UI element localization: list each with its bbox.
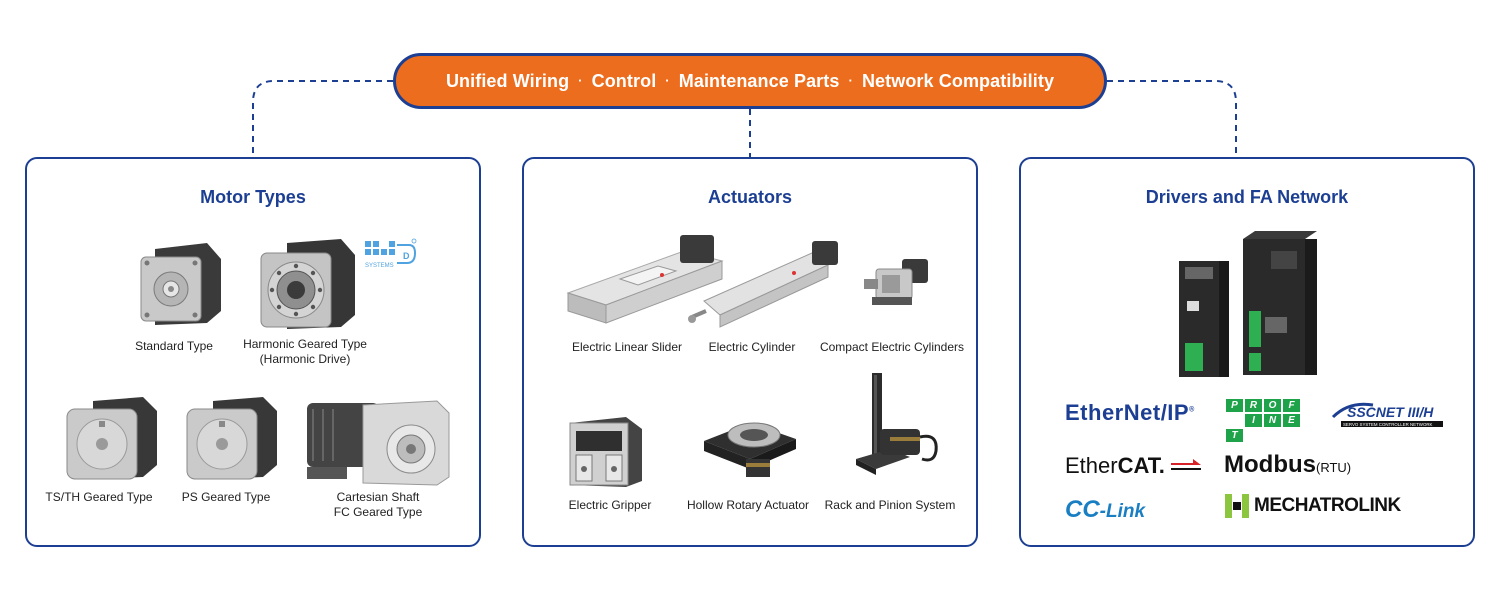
- modbus-suffix: (RTU): [1315, 460, 1352, 475]
- electric-cylinder-image: [684, 235, 844, 335]
- ethercat-logo: EtherCAT.: [1065, 453, 1201, 479]
- rack-pinion-image: [850, 371, 946, 481]
- motor-caption-ps: PS Geared Type: [181, 490, 271, 504]
- cclink-logo: CC-Link: [1065, 496, 1145, 524]
- connector-left: [252, 80, 393, 157]
- actuator-caption-cylinder: Electric Cylinder: [708, 340, 796, 354]
- rotary-actuator-image: [700, 409, 800, 479]
- motor-types-panel: Motor Types Standard Type: [25, 157, 481, 547]
- modbus-logo: Modbus(RTU): [1224, 451, 1351, 479]
- ethercat-text-a: Ether: [1065, 453, 1118, 478]
- ethercat-arrow-icon: [1170, 459, 1201, 471]
- connector-right: [1107, 80, 1237, 157]
- actuator-caption-slider: Electric Linear Slider: [571, 340, 683, 354]
- sscnet-main-text: SSCNET III/H: [1347, 404, 1434, 420]
- banner-separator: ·: [665, 72, 670, 88]
- ethernetip-reg: ®: [1189, 406, 1195, 414]
- ps-motor-image: [183, 395, 279, 483]
- banner-item-control: Control: [591, 70, 657, 91]
- motor-driver-icon: [1179, 231, 1317, 377]
- motor-caption-tsth: TS/TH Geared Type: [45, 490, 153, 504]
- profinet-letter: N: [1264, 414, 1281, 427]
- actuators-panel: Actuators Electric Linear Slider Electri…: [522, 157, 978, 547]
- features-banner: Unified Wiring · Control · Maintenance P…: [393, 53, 1107, 109]
- actuator-caption-gripper: Electric Gripper: [568, 498, 652, 512]
- sscnet-logo: SSCNET III/H SERVO SYSTEM CONTROLLER NET…: [1329, 399, 1447, 434]
- linear-slider-icon: [566, 235, 724, 324]
- harmonic-motor-image: [257, 237, 357, 332]
- motor-caption-cartesian: Cartesian Shaft FC Geared Type: [278, 490, 478, 520]
- profinet-letter: R: [1245, 399, 1262, 412]
- svg-text:D: D: [403, 251, 410, 261]
- banner-item-wiring: Unified Wiring: [445, 70, 570, 91]
- profinet-letter: I: [1245, 414, 1262, 427]
- standard-motor-image: [135, 239, 225, 329]
- sscnet-sub-text: SERVO SYSTEM CONTROLLER NETWORK: [1343, 422, 1433, 427]
- cartesian-geared-motor-icon: [307, 400, 450, 486]
- profinet-letter: P: [1226, 399, 1243, 412]
- profinet-letter: F: [1283, 399, 1300, 412]
- mechatrolink-mark-icon: [1225, 494, 1249, 518]
- geared-motor-icon: [66, 397, 157, 480]
- ethernetip-text-b: Net/IP: [1123, 400, 1190, 425]
- harmonic-caption-line1: Harmonic Geared Type: [243, 337, 367, 351]
- gripper-icon: [569, 417, 642, 487]
- compact-cylinder-image: [862, 255, 932, 309]
- ethernetip-logo: EtherNet/IP®: [1065, 400, 1195, 426]
- hd-systems-badge: D SYSTEMS: [363, 237, 419, 269]
- drivers-network-panel: Drivers and FA Network EtherNet/IP® P R …: [1019, 157, 1475, 547]
- tsth-motor-image: [63, 395, 159, 483]
- gripper-image: [566, 409, 646, 489]
- profinet-logo: P R O F I N E T: [1226, 399, 1302, 442]
- ethernetip-text-a: Ether: [1065, 400, 1124, 425]
- rotary-actuator-icon: [704, 422, 796, 477]
- banner-separator: ·: [578, 72, 583, 88]
- stepper-motor-icon: [140, 243, 221, 325]
- electric-cylinder-icon: [688, 241, 838, 328]
- actuator-caption-rotary: Hollow Rotary Actuator: [686, 498, 810, 512]
- harmonic-caption-line2: (Harmonic Drive): [259, 352, 351, 366]
- motor-caption-standard: Standard Type: [135, 339, 213, 353]
- geared-motor-icon: [186, 397, 277, 480]
- mechatrolink-logo: MECHATROLINK: [1224, 492, 1401, 520]
- linear-slider-image: [562, 231, 732, 331]
- cartesian-motor-image: [303, 397, 453, 487]
- banner-item-maintenance: Maintenance Parts: [678, 70, 840, 91]
- harmonic-geared-motor-icon: [260, 239, 355, 329]
- banner-item-network: Network Compatibility: [861, 70, 1055, 91]
- rack-pinion-icon: [856, 373, 938, 475]
- modbus-text: Modbus: [1224, 451, 1316, 478]
- profinet-letter: T: [1226, 429, 1243, 442]
- sscnet-mark-icon: SSCNET III/H SERVO SYSTEM CONTROLLER NET…: [1331, 402, 1443, 427]
- banner-separator: ·: [848, 72, 853, 88]
- cclink-text-a: CC: [1065, 496, 1100, 523]
- profinet-spacer: [1226, 414, 1243, 427]
- panel-title: Motor Types: [200, 187, 306, 207]
- panel-title: Actuators: [707, 187, 792, 207]
- compact-cylinder-icon: [864, 259, 928, 305]
- mechatrolink-text: MECHATROLINK: [1254, 495, 1401, 516]
- ethercat-text-b: CAT.: [1117, 453, 1165, 478]
- profinet-letter: O: [1264, 399, 1281, 412]
- drivers-image: [1171, 231, 1321, 381]
- panel-title: Drivers and FA Network: [1145, 187, 1349, 207]
- cartesian-caption-line2: FC Geared Type: [333, 505, 423, 519]
- actuator-caption-compact: Compact Electric Cylinders: [819, 340, 965, 354]
- hd-systems-text: SYSTEMS: [365, 263, 394, 269]
- actuator-caption-rack: Rack and Pinion System: [824, 498, 956, 512]
- cclink-text-b: -Link: [1099, 501, 1146, 522]
- hd-systems-logo-icon: D SYSTEMS: [365, 238, 417, 269]
- motor-caption-harmonic: Harmonic Geared Type (Harmonic Drive): [205, 337, 405, 367]
- profinet-letter: E: [1283, 414, 1300, 427]
- cartesian-caption-line1: Cartesian Shaft: [336, 490, 420, 504]
